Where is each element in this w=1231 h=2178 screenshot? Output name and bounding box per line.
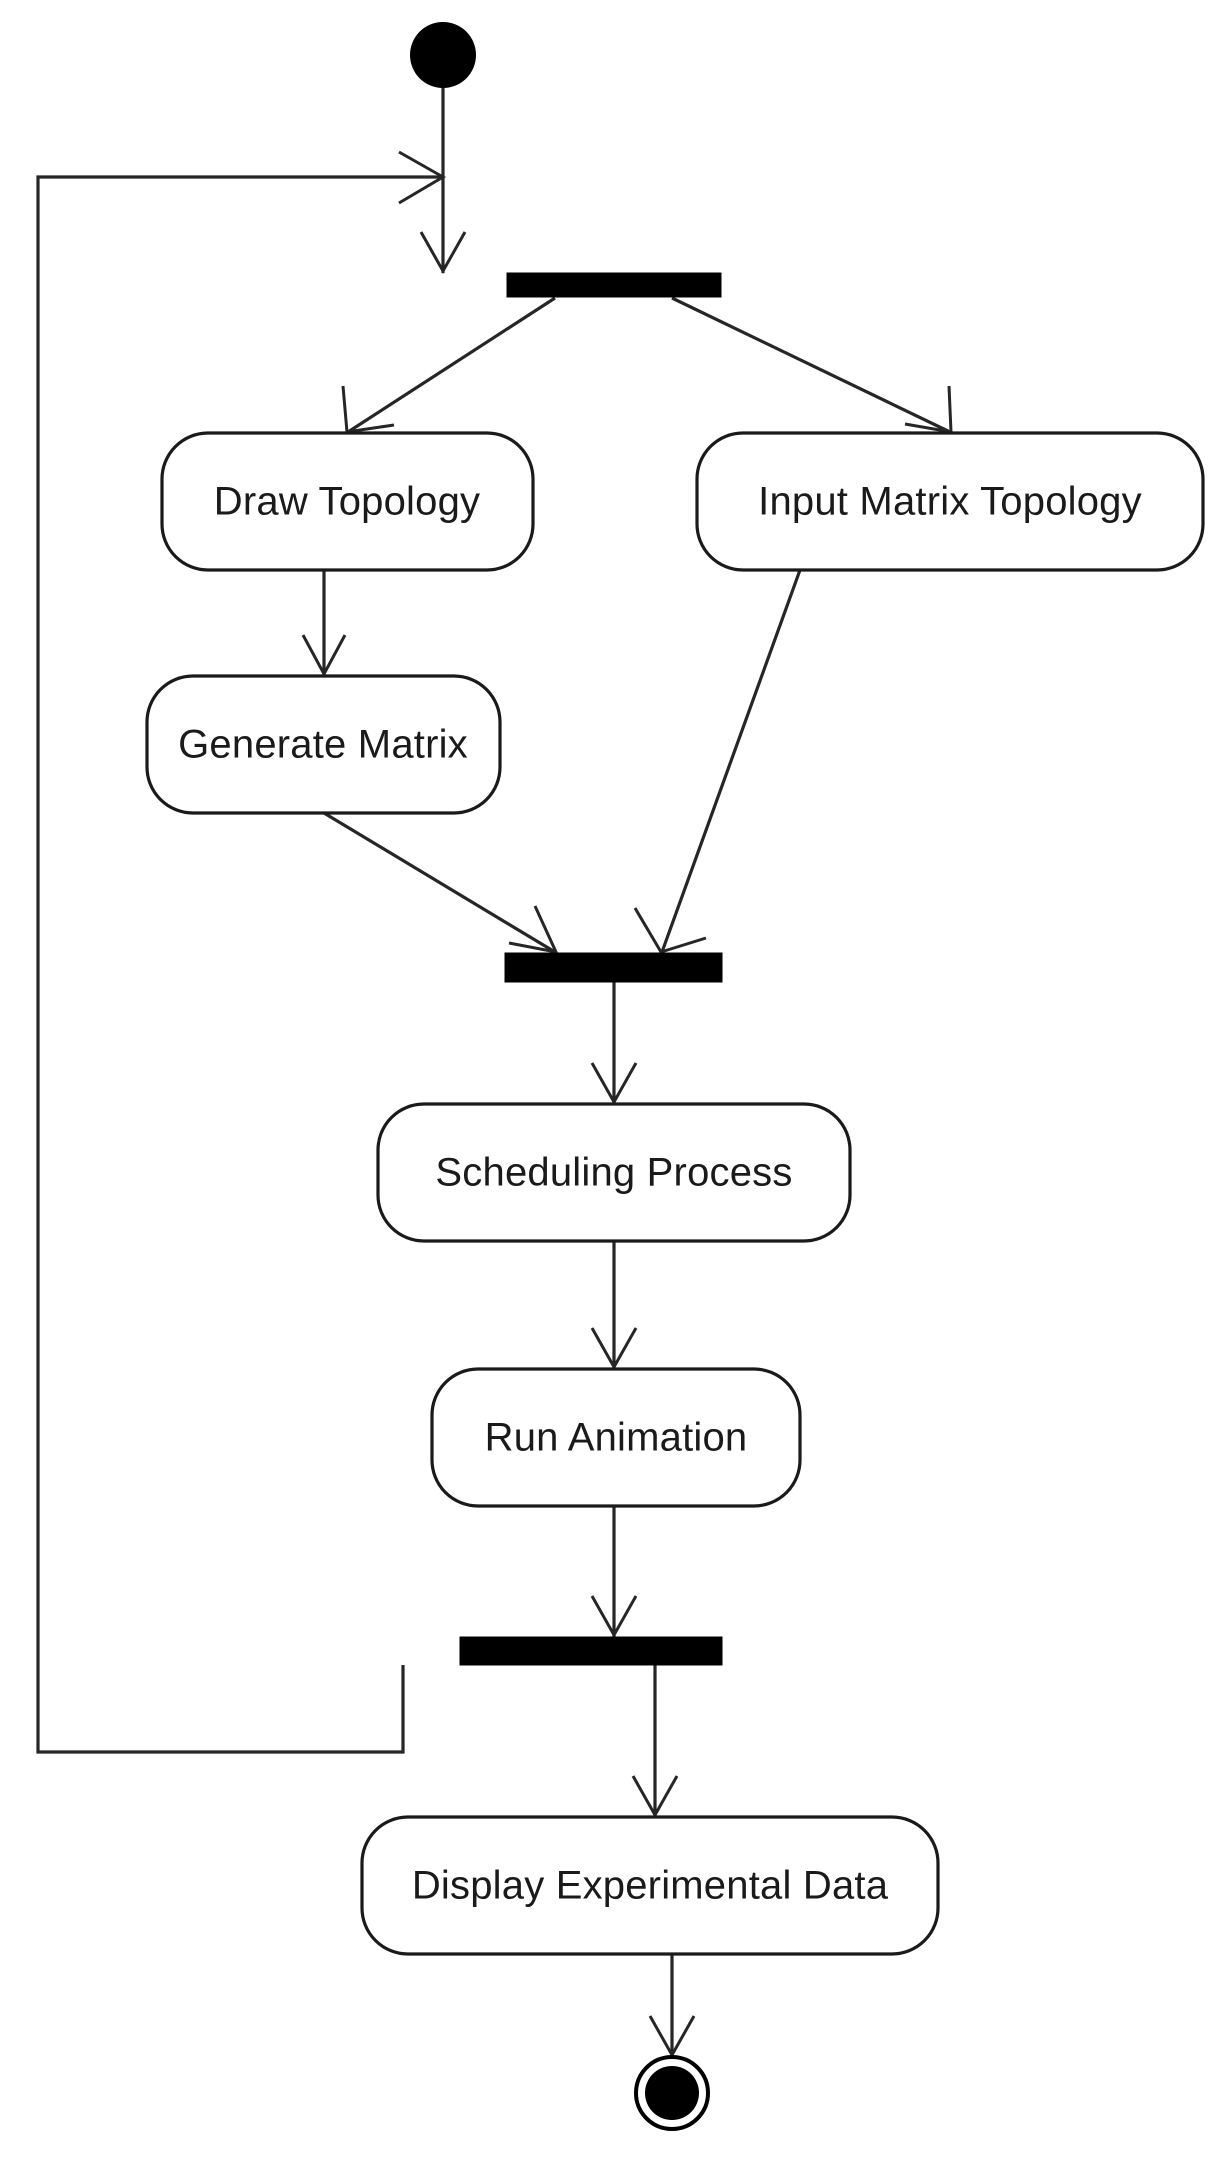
edge-display-data-to-final xyxy=(648,1954,696,2059)
activity-display-experimental-data-label: Display Experimental Data xyxy=(412,1864,889,1908)
activity-generate-matrix-label: Generate Matrix xyxy=(178,723,468,767)
activity-run-animation[interactable]: Run Animation xyxy=(430,1367,802,1508)
edge-fork-to-draw-topology xyxy=(341,296,556,434)
fork-bar-top[interactable] xyxy=(506,272,722,298)
edge-draw-to-generate-matrix xyxy=(301,570,347,678)
activity-generate-matrix[interactable]: Generate Matrix xyxy=(145,674,502,815)
edge-join-to-scheduling xyxy=(590,982,638,1106)
activity-display-experimental-data[interactable]: Display Experimental Data xyxy=(360,1815,940,1956)
activity-scheduling-process-label: Scheduling Process xyxy=(435,1151,792,1195)
initial-node[interactable] xyxy=(410,22,476,88)
activity-draw-topology-label: Draw Topology xyxy=(214,480,480,524)
final-node[interactable] xyxy=(634,2055,710,2131)
edge-fork2-to-display-data xyxy=(631,1665,679,1819)
edge-initial-to-fork xyxy=(419,88,467,275)
edge-input-matrix-to-join xyxy=(633,569,802,954)
edge-fork-to-input-matrix-topology xyxy=(671,296,953,434)
fork-bar-bottom[interactable] xyxy=(459,1636,723,1666)
activity-input-matrix-topology[interactable]: Input Matrix Topology xyxy=(695,431,1205,572)
activity-input-matrix-topology-label: Input Matrix Topology xyxy=(758,480,1142,524)
activity-run-animation-label: Run Animation xyxy=(485,1416,748,1460)
edge-fork2-loopback xyxy=(36,175,443,1754)
join-bar-middle[interactable] xyxy=(504,952,723,983)
edge-run-animation-to-fork2 xyxy=(590,1506,638,1639)
activity-scheduling-process[interactable]: Scheduling Process xyxy=(376,1102,852,1243)
edge-scheduling-to-run-animation xyxy=(590,1241,638,1371)
edge-generate-matrix-to-join xyxy=(323,811,559,955)
activity-draw-topology[interactable]: Draw Topology xyxy=(160,431,535,572)
